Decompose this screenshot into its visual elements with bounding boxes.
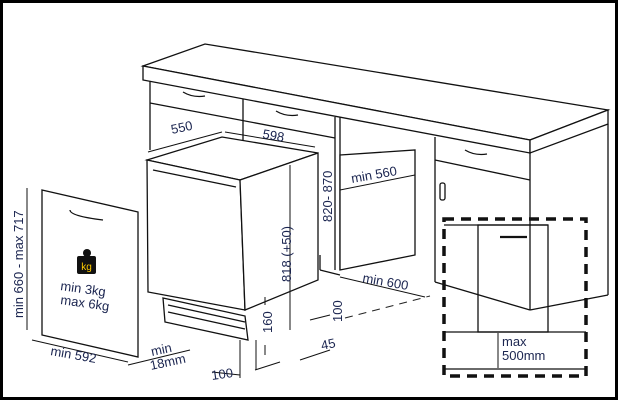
width-label: 598	[261, 126, 285, 145]
countertop	[140, 43, 611, 154]
max-value: 500mm	[502, 348, 545, 363]
dimension-lines	[26, 131, 431, 378]
drawer-handle-icon	[464, 149, 488, 156]
depth-label: 550	[170, 118, 194, 137]
panel-handle-icon	[69, 209, 104, 221]
door-handle-icon	[439, 182, 446, 201]
drawer-handle-icon	[275, 110, 299, 117]
weight-icon: kg	[77, 249, 96, 274]
panel-thickness-min: min	[150, 340, 174, 359]
right-cabinet	[434, 124, 609, 311]
weight-max: max 6kg	[60, 292, 111, 314]
height-label: 818 (+50)	[279, 226, 294, 282]
panel-height-label: min 660 - max 717	[11, 210, 26, 318]
cabinet-height-label: 820- 870	[320, 171, 335, 222]
plinth-gap-label: 100	[330, 300, 345, 322]
weight-min: min 3kg	[60, 278, 107, 299]
plinth-offset-label: 100	[210, 365, 234, 383]
door-panel: kg min 3kg max 6kg	[41, 189, 139, 358]
plinth-height-label: 160	[260, 311, 275, 333]
niche-depth-label: min 600	[361, 270, 409, 293]
panel-thickness-value: 18mm	[149, 351, 187, 373]
plinth-depth-label: 45	[320, 335, 337, 353]
left-cabinet	[149, 81, 416, 276]
weight-icon-text: kg	[81, 262, 92, 273]
detail-box: max 500mm	[442, 217, 588, 378]
dishwasher	[144, 136, 319, 341]
max-label: max	[502, 334, 527, 349]
drawer-handle-icon	[182, 91, 206, 98]
